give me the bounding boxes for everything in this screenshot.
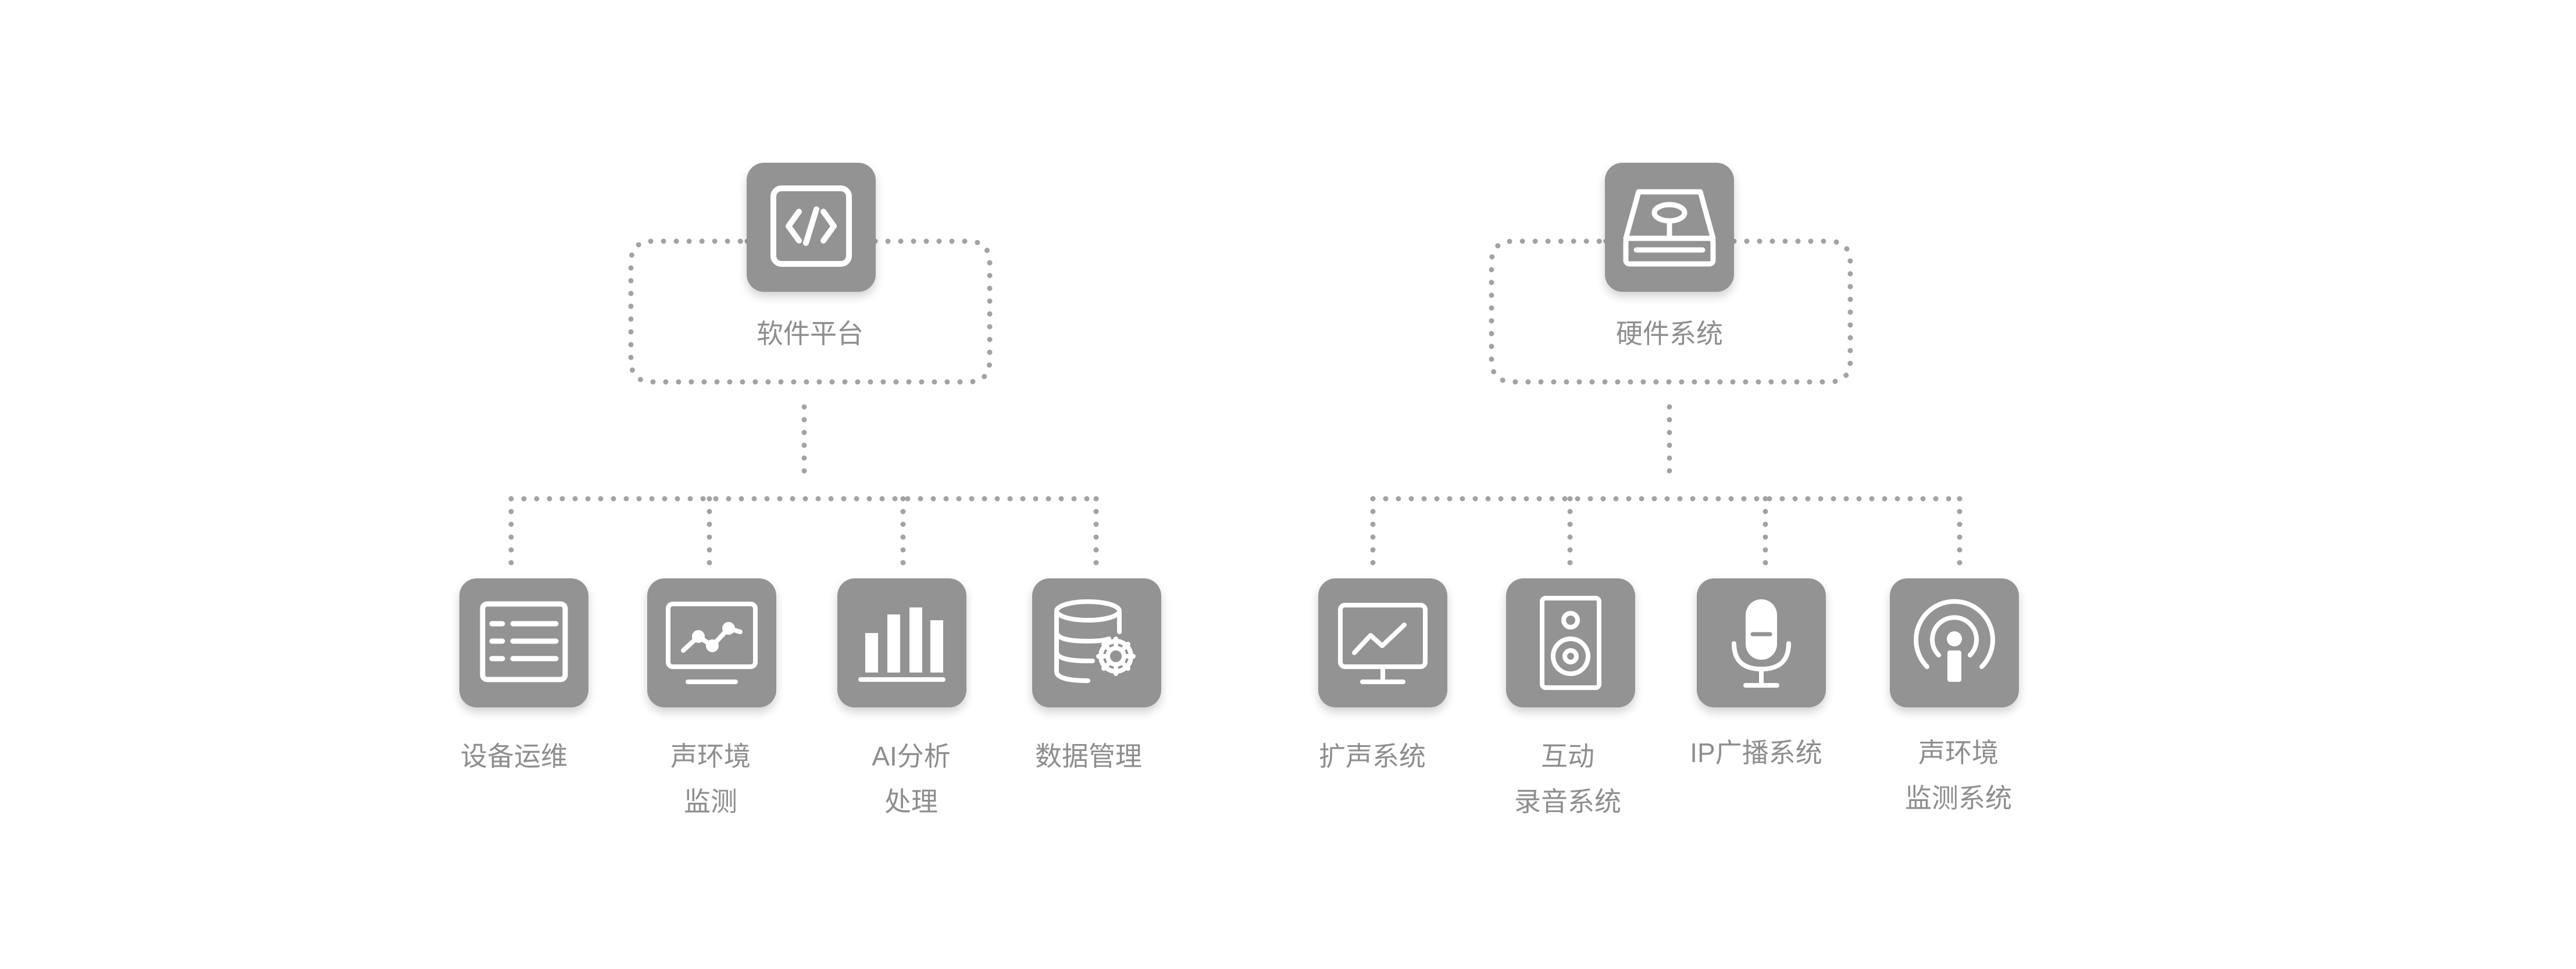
hardware-group-box (1489, 238, 1853, 385)
microphone-icon (1732, 599, 1791, 688)
child-label-ip-broadcast: IP广播系统 (1690, 738, 1822, 768)
interactive-recording-tile (1506, 578, 1635, 707)
pa-system-tile (1318, 578, 1447, 707)
child-label-env-monitoring-system: 声环境 监测系统 (1905, 738, 2012, 813)
hardware-system-tile (1605, 163, 1734, 292)
device-ops-tile (459, 578, 588, 707)
child-label-interactive-recording: 互动 录音系统 (1514, 741, 1621, 817)
software-platform-tile (747, 163, 876, 292)
env-monitoring-system-tile (1890, 578, 2019, 707)
monitor-chart-icon (1338, 603, 1428, 684)
hard-drive-icon (1623, 189, 1716, 267)
ip-broadcast-tile (1697, 578, 1826, 707)
broadcast-person-icon (1914, 599, 1995, 682)
hardware-system-title: 硬件系统 (1616, 319, 1723, 349)
child-label-ai-analysis: AI分析 处理 (872, 741, 951, 817)
code-icon (770, 185, 852, 267)
ai-analysis-tile (837, 578, 966, 707)
software-platform-title: 软件平台 (757, 319, 864, 349)
database-gear-icon (1054, 599, 1136, 683)
child-label-device-ops: 设备运维 (461, 741, 568, 771)
bar-chart-icon (858, 607, 946, 682)
child-label-pa-system: 扩声系统 (1319, 741, 1426, 771)
speaker-icon (1540, 596, 1601, 690)
sound-monitor-tile (647, 578, 776, 707)
child-label-sound-monitor: 声环境 监测 (670, 741, 751, 817)
data-management-tile (1032, 578, 1161, 707)
software-group-box (628, 238, 993, 385)
monitor-trend-icon (666, 602, 758, 684)
child-label-data-management: 数据管理 (1035, 741, 1142, 771)
server-rack-icon (480, 601, 568, 682)
